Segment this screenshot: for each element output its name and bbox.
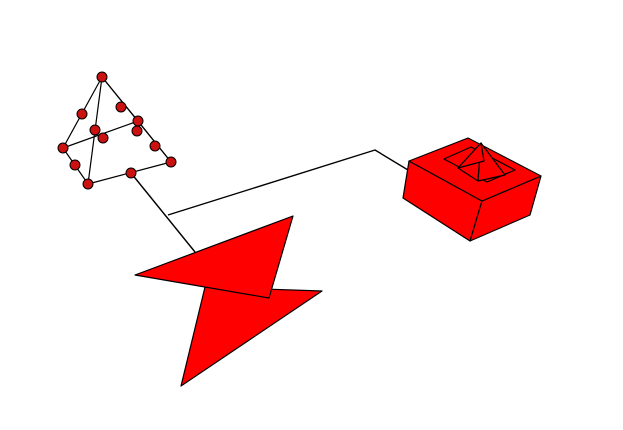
pyramid-node bbox=[132, 115, 144, 127]
pyramid-node bbox=[149, 140, 161, 152]
connectors bbox=[130, 149, 409, 253]
pyramid-node bbox=[131, 125, 143, 137]
connector-pyramid-to-bolt bbox=[130, 172, 196, 253]
pyramid-node bbox=[89, 124, 101, 136]
pyramid-node bbox=[57, 142, 69, 154]
pyramid-node bbox=[125, 167, 137, 179]
pyramid-node bbox=[97, 132, 109, 144]
bolt-lower-part bbox=[180, 286, 323, 387]
pyramid-nodes bbox=[57, 71, 177, 190]
connector-bolt-to-box bbox=[167, 149, 409, 216]
lightning-bolt[interactable] bbox=[134, 215, 323, 387]
pyramid-node bbox=[165, 156, 177, 168]
pyramid-node bbox=[82, 178, 94, 190]
wireframe-pyramid[interactable] bbox=[57, 71, 177, 190]
pyramid-node bbox=[69, 159, 81, 171]
pyramid-node bbox=[96, 71, 108, 83]
pyramid-node bbox=[76, 108, 88, 120]
box-with-pyramid[interactable] bbox=[402, 137, 542, 242]
bolt-upper-part bbox=[134, 215, 294, 299]
pyramid-back-face bbox=[457, 142, 485, 169]
pyramid-node bbox=[115, 101, 127, 113]
